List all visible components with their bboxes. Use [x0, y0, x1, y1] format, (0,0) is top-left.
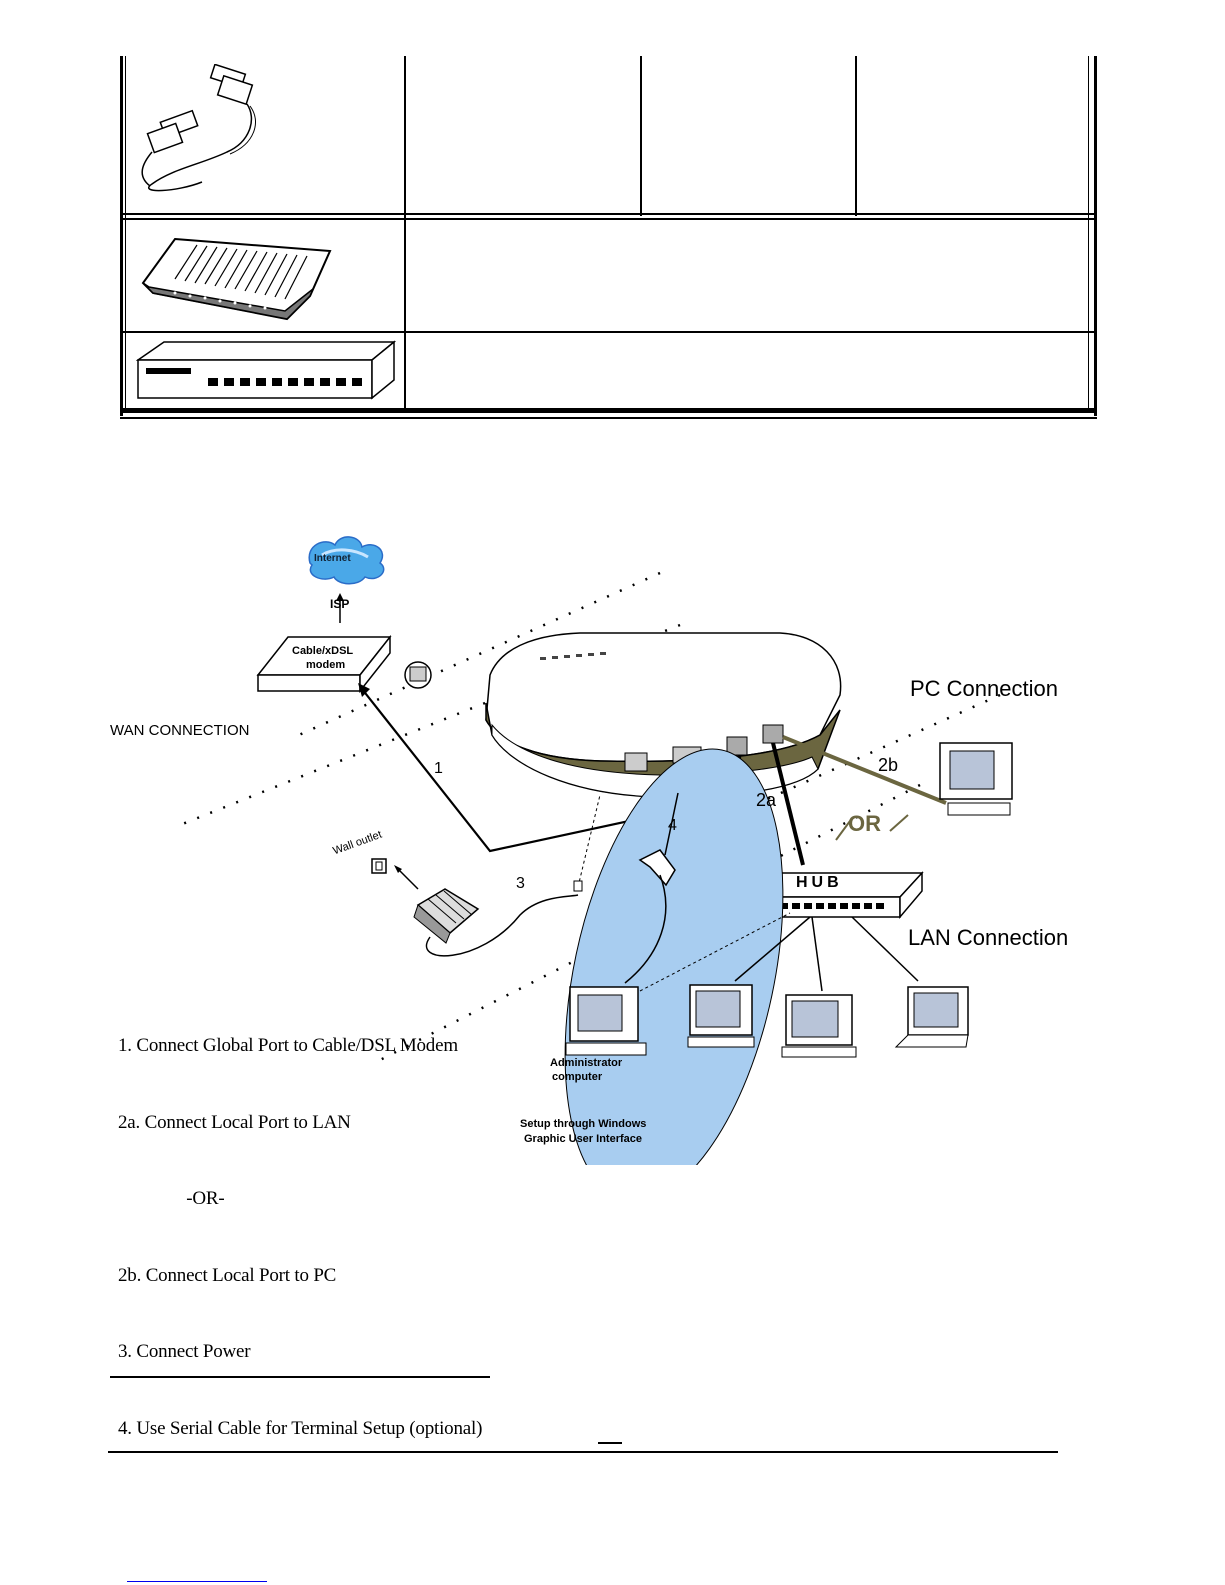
component-table — [120, 56, 1098, 424]
step-1: 1. Connect Global Port to Cable/DSL Mode… — [118, 1035, 458, 1056]
hub-device-icon — [136, 340, 396, 400]
or-label: OR — [848, 811, 881, 836]
modem-label-1: Cable/xDSL — [292, 645, 354, 657]
pc-icon — [939, 742, 1013, 816]
pc-connection-label: PC Connection — [910, 676, 1058, 701]
admin-label-2: computer — [552, 1071, 603, 1083]
setup-caption-1: Setup through Windows — [520, 1118, 647, 1130]
footnote-rule — [110, 1376, 490, 1378]
callout-3: 3 — [516, 875, 525, 892]
bottom-link-underline[interactable] — [127, 1581, 267, 1582]
callout-2a: 2a — [756, 790, 777, 810]
internet-label: Internet — [314, 553, 351, 564]
callout-4: 4 — [668, 817, 677, 834]
power-adapter-icon — [413, 888, 480, 944]
lan-computer-2-icon — [781, 994, 857, 1058]
callout-2b: 2b — [878, 755, 899, 775]
internet-cloud-icon — [308, 536, 385, 585]
setup-caption-2: Graphic User Interface — [524, 1133, 642, 1145]
footer-rule — [108, 1451, 1058, 1453]
lan-laptop-icon — [894, 986, 969, 1048]
serial-cable-icon — [141, 64, 256, 192]
admin-label-1: Administrator — [550, 1057, 623, 1069]
diagram-graphics — [179, 536, 1013, 1165]
hub-label: HUB — [796, 874, 843, 891]
modem-device-icon — [141, 237, 332, 321]
isp-label: ISP — [330, 597, 350, 611]
administrator-computer-icon — [565, 986, 647, 1056]
step-2a: 2a. Connect Local Port to LAN — [118, 1111, 351, 1133]
step-or: -OR- — [118, 1188, 225, 1209]
connection-diagram: Internet ISP Cable/xDSL modem WAN CONNEC… — [100, 525, 1110, 1165]
wan-connection-label: WAN CONNECTION — [110, 722, 250, 739]
modem-label-2: modem — [306, 659, 346, 671]
callout-1: 1 — [434, 760, 443, 777]
step-2b: 2b. Connect Local Port to PC — [118, 1264, 337, 1286]
lan-connection-label: LAN Connection — [908, 925, 1069, 950]
step-4: 4. Use Serial Cable for Terminal Setup (… — [118, 1417, 483, 1439]
step-3: 3. Connect Power — [118, 1341, 251, 1362]
page-number-mark — [598, 1442, 622, 1444]
cable-dsl-modem-icon — [256, 634, 392, 694]
lan-computer-1-icon — [687, 984, 755, 1048]
connection-steps: 1. Connect Global Port to Cable/DSL Mode… — [118, 982, 482, 1467]
